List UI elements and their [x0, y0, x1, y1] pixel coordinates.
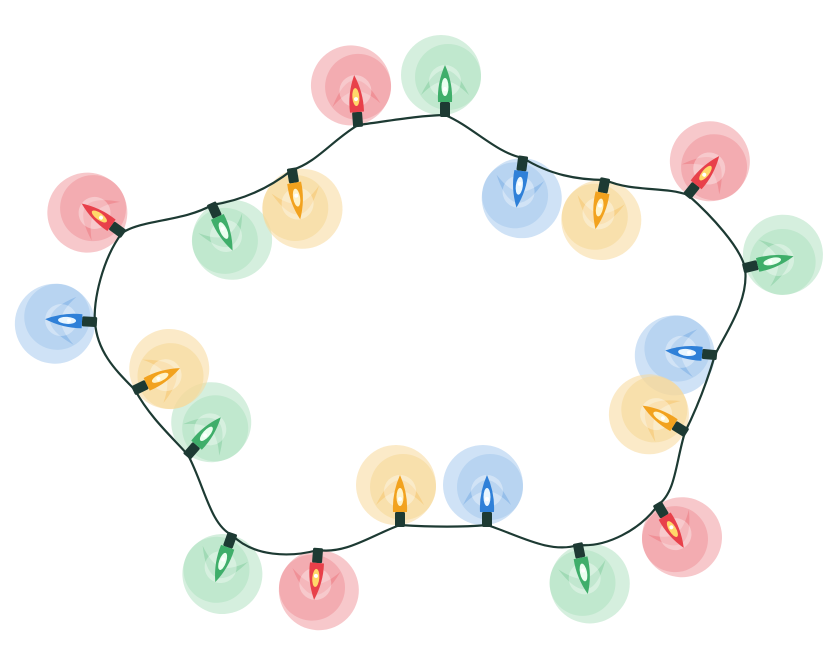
green-bulb — [207, 201, 233, 251]
blue-bulb — [479, 475, 495, 527]
bulbs — [45, 65, 794, 600]
red-bulb — [349, 75, 364, 128]
yellow-bulb — [131, 368, 180, 395]
blue-bulb — [665, 346, 718, 361]
green-bulb — [572, 542, 590, 595]
green-bulb — [742, 254, 794, 274]
yellow-bulb — [286, 167, 303, 220]
green-bulb-glow — [401, 35, 481, 115]
green-bulb — [215, 531, 237, 583]
yellow-bulb — [392, 475, 408, 527]
red-bulb — [683, 155, 720, 200]
blue-bulb — [45, 313, 98, 329]
green-bulb — [183, 417, 221, 460]
green-bulb — [437, 65, 453, 117]
yellow-bulb — [593, 177, 611, 230]
red-bulb-glow — [641, 497, 723, 578]
red-bulb-glow — [669, 121, 750, 202]
green-bulb-glow — [742, 214, 823, 295]
red-bulb — [653, 501, 684, 548]
blue-bulb — [513, 155, 529, 208]
green-bulb-glow — [182, 534, 263, 615]
blue-bulb-glow — [14, 283, 95, 364]
red-bulb-glow — [47, 172, 128, 253]
red-bulb-glow — [310, 45, 392, 126]
red-bulb — [81, 203, 126, 238]
red-bulb — [309, 547, 324, 600]
yellow-bulb — [642, 405, 689, 437]
green-bulb-glow — [549, 543, 630, 624]
bulb-glows — [14, 35, 823, 631]
